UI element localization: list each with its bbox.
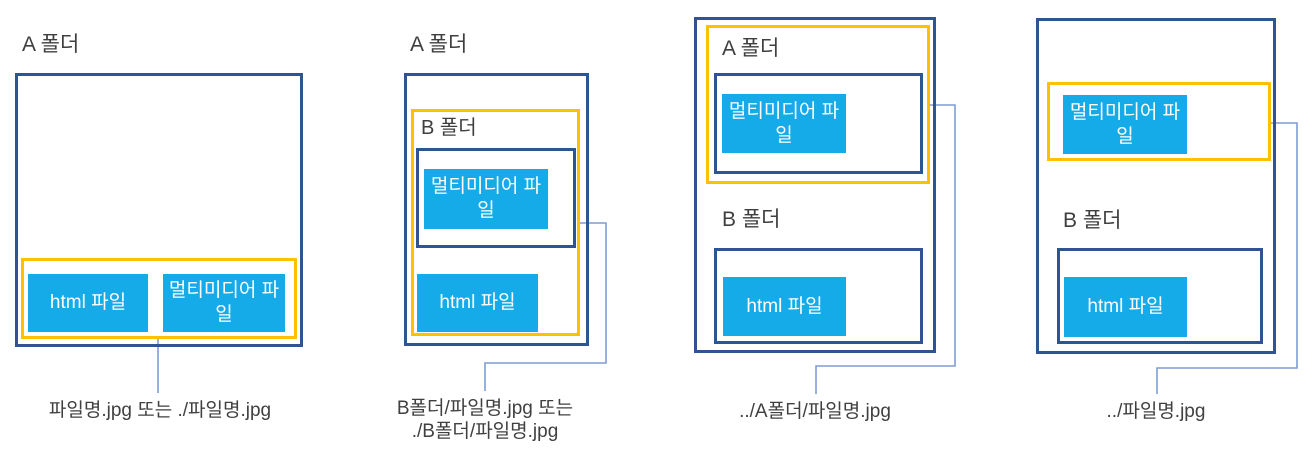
html-file-box: html 파일: [28, 274, 148, 332]
html-file-box: html 파일: [723, 277, 846, 336]
path-caption: ../파일명.jpg: [1106, 401, 1206, 422]
html-file-box: html 파일: [1064, 277, 1187, 337]
highlight-box: [411, 109, 580, 336]
folder-b-box: [416, 148, 576, 248]
folder-a-box: [404, 73, 589, 346]
folder-b-box: [1057, 248, 1263, 344]
folder-b-box: [714, 248, 923, 344]
folder-b-label: B 폴더: [1063, 209, 1122, 232]
parent-folder-box: [694, 17, 936, 353]
path-caption-line1: B폴더/파일명.jpg 또는: [396, 398, 574, 419]
multimedia-file-box: 멀티미디어 파일: [163, 274, 285, 332]
folder-a-box: [714, 73, 923, 174]
multimedia-file-box: 멀티미디어 파일: [1063, 95, 1187, 154]
path-caption: B폴더/파일명.jpg 또는 ./B폴더/파일명.jpg: [370, 397, 600, 443]
folder-a-label: A 폴더: [410, 33, 468, 56]
parent-folder-box: [1036, 18, 1276, 354]
folder-b-label: B 폴더: [421, 117, 477, 139]
multimedia-file-box: 멀티미디어 파일: [722, 94, 846, 153]
path-caption: ../A폴더/파일명.jpg: [739, 401, 891, 422]
html-file-box: html 파일: [417, 274, 538, 332]
multimedia-file-box: 멀티미디어 파일: [424, 169, 548, 229]
folder-a-box: [15, 73, 303, 347]
highlight-box: [21, 258, 297, 339]
folder-a-label: A 폴더: [22, 33, 80, 56]
path-caption-line2: ./B폴더/파일명.jpg: [411, 421, 559, 442]
folder-a-label: A 폴더: [722, 37, 780, 60]
folder-b-label: B 폴더: [722, 208, 781, 231]
highlight-box: [706, 25, 930, 184]
path-caption: 파일명.jpg 또는 ./파일명.jpg: [48, 400, 272, 421]
highlight-box: [1047, 82, 1271, 161]
